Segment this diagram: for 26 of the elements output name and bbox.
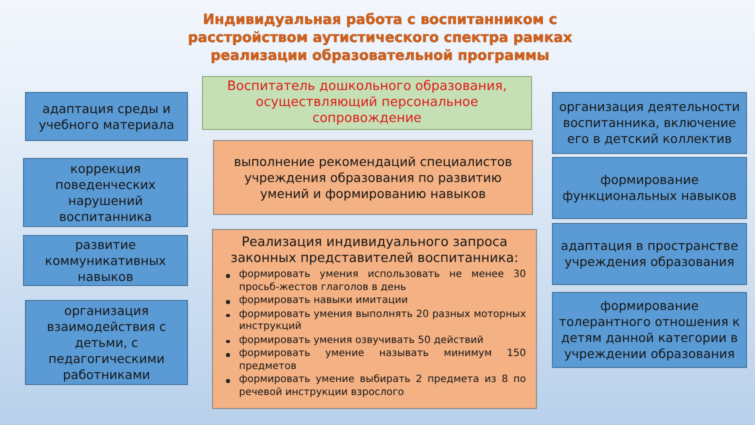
list-item: формировать навыки имитации <box>223 295 526 308</box>
text-box <box>23 158 188 227</box>
title: Индивидуальная работа с воспитанником с расстройством аутистического спектра рамках реализации образовательной программы <box>186 11 574 65</box>
box-text: Воспитатель дошкольного образования, осуществляющий персональное сопровождение <box>226 79 508 127</box>
text-box <box>552 157 747 219</box>
text-box <box>25 92 188 141</box>
box-text: выполнение рекомендаций специалистов учреждения образования по развитию умений и формированию навыков <box>232 154 514 202</box>
list-item: формировать умение выбирать 2 предмета из 8 по речевой инструкции взрослого <box>223 374 526 399</box>
text-box <box>202 76 532 130</box>
text-box <box>552 292 747 368</box>
box-text: адаптация в пространстве учреждения образования <box>560 238 740 270</box>
text-box <box>212 229 537 409</box>
text-box <box>552 223 747 285</box>
box-text: формирование толерантного отношения к детям данной категории в учреждении образования <box>559 298 740 362</box>
text-box <box>213 140 533 215</box>
box-text: развитие коммуникативных навыков <box>44 236 168 284</box>
box-text: организация деятельности воспитанника, включение его в детский коллектив <box>559 99 740 147</box>
box-text: адаптация среды и учебного материала <box>38 100 176 132</box>
list-item: формировать умения озвучивать 50 действий <box>223 334 526 347</box>
box-text: коррекция поведенческих нарушений воспитанника <box>54 160 157 224</box>
box-text: формирование функциональных навыков <box>561 172 738 204</box>
text-box <box>552 92 747 154</box>
box-text: организация взаимодействия с детьми, с педагогическими работниками <box>46 302 168 382</box>
text-box <box>23 235 188 286</box>
box-heading: Реализация индивидуального запроса законных представителей воспитанника: <box>230 235 520 267</box>
text-box <box>25 300 188 385</box>
